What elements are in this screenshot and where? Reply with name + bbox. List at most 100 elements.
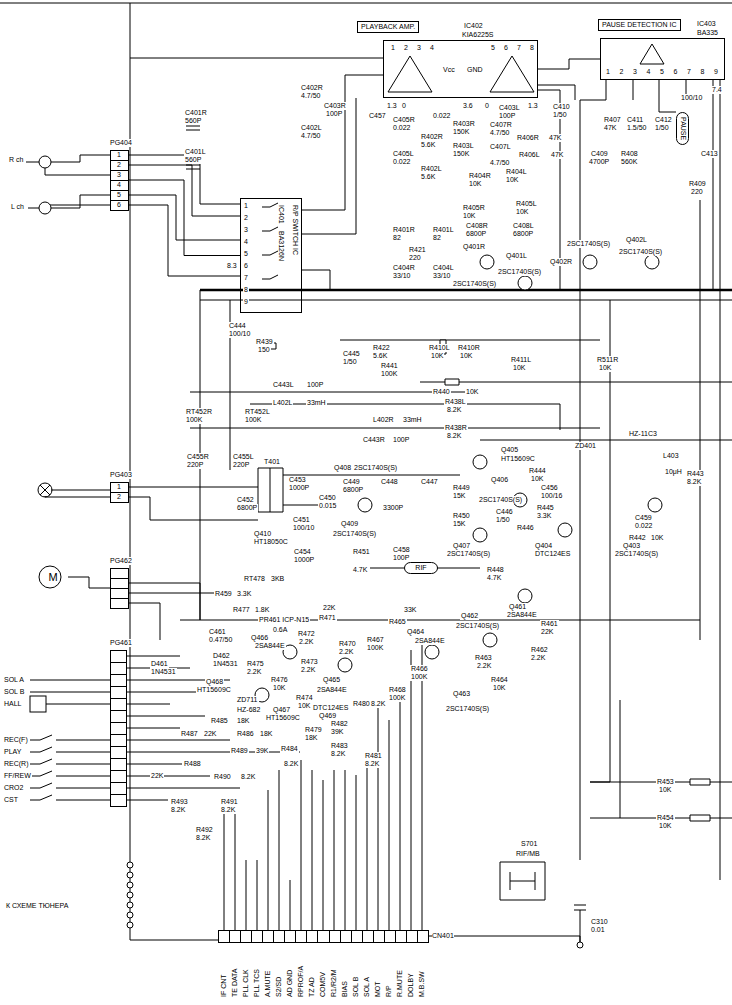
part-label: R.MUTE: [396, 969, 404, 998]
part-label: Q461: [508, 603, 527, 611]
part-label: 7: [686, 68, 692, 76]
part-label: R463: [474, 654, 493, 662]
part-label: R465: [388, 618, 407, 626]
part-label: FF/REW: [3, 772, 32, 780]
part-label: 150K: [452, 128, 470, 136]
part-label: C405R: [392, 116, 416, 124]
part-label: RIF/MB: [515, 850, 541, 858]
terminal-circle: [127, 862, 133, 868]
indicator-outline: [677, 113, 689, 145]
part-label: CST: [3, 796, 19, 804]
part-label: 1.3: [386, 102, 398, 110]
part-label: Q401L: [505, 252, 528, 260]
connector-name: CN401: [432, 932, 454, 940]
part-label: C410: [552, 103, 571, 111]
part-label: C404R: [392, 264, 416, 272]
part-label: Q463: [452, 690, 471, 698]
part-label: 33K: [403, 606, 417, 614]
part-label: HZ-682: [236, 706, 261, 714]
part-label: 2SA844E: [506, 611, 538, 619]
part-label: 3.3K: [536, 512, 552, 520]
part-label: 0.022: [432, 112, 452, 120]
part-label: AD GND: [286, 969, 294, 998]
part-label: L402L: [272, 399, 293, 407]
part-label: 47K: [603, 124, 617, 132]
part-label: Q405: [500, 446, 519, 454]
part-label: 220: [408, 254, 422, 262]
part-label: 100P: [498, 112, 516, 120]
part-label: R473: [300, 658, 319, 666]
transistor-symbol: [473, 455, 487, 469]
part-label: 10K: [515, 208, 529, 216]
part-label: Q406: [490, 476, 509, 484]
transistor-symbol: [480, 255, 494, 269]
part-label: 100P: [392, 436, 410, 444]
part-label: R459: [214, 590, 233, 598]
part-label: Q462: [460, 612, 479, 620]
part-label: C408R: [465, 222, 489, 230]
connector-block: PG404123456: [110, 150, 128, 210]
part-label: R406L: [518, 151, 541, 159]
part-label: 2SC1740S(S): [478, 496, 523, 504]
part-label: R476: [270, 676, 289, 684]
part-label: 1/50: [342, 358, 358, 366]
part-label: 6800P: [512, 230, 534, 238]
part-label: M.B.SW: [418, 970, 426, 998]
part-label: 0.022: [392, 124, 412, 132]
pause-indicator: PAUSE: [676, 112, 689, 145]
part-label: 18K: [259, 730, 273, 738]
part-label: 8: [700, 68, 706, 76]
part-label: 100/16: [540, 492, 563, 500]
part-label: S701: [520, 840, 538, 848]
part-label: C409: [590, 150, 609, 158]
part-label: R474: [295, 694, 314, 702]
transistor-symbol: [483, 633, 497, 647]
part-label: R406R: [516, 134, 540, 142]
part-label: A.MUTE: [264, 970, 272, 998]
part-label: 10K: [272, 684, 286, 692]
part-label: Q467: [272, 706, 291, 714]
part-label: SOL B: [352, 976, 360, 998]
part-label: R481: [364, 752, 383, 760]
part-label: 8.2K: [240, 773, 256, 781]
part-label: 33/10: [392, 272, 412, 280]
pin-cell: [417, 930, 429, 943]
part-label: 220: [690, 188, 704, 196]
wire-connector: [538, 59, 600, 69]
part-label: 3.3K: [236, 590, 252, 598]
part-label: Q402R: [549, 258, 573, 266]
jack-symbol: [39, 156, 51, 168]
part-label: C408L: [512, 222, 535, 230]
part-label: 82: [392, 234, 402, 242]
part-label: 7: [516, 44, 522, 52]
part-label: 10K: [505, 176, 519, 184]
part-label: 0.022: [392, 158, 412, 166]
part-label: 4.7K: [486, 574, 502, 582]
part-label: 2SC1740S(S): [332, 530, 377, 538]
part-label: Vcc: [442, 66, 456, 74]
part-label: 2: [243, 214, 249, 222]
part-label: C451: [292, 516, 311, 524]
terminal-name: RIF: [404, 562, 438, 574]
part-label: Q407: [452, 542, 471, 550]
ic-name: BA3126N: [277, 231, 285, 261]
transistor-symbol: [558, 523, 572, 537]
part-label: К СХЕМЕ ТЮНЕРА: [5, 902, 69, 910]
part-label: R468: [388, 686, 407, 694]
part-label: 8.2K: [195, 834, 211, 842]
part-label: 10K: [530, 475, 544, 483]
connector-name: PG404: [110, 139, 132, 147]
part-label: 5.6K: [420, 173, 436, 181]
part-label: PLL TCS: [253, 968, 261, 998]
part-label: 2SC1740S(S): [497, 268, 542, 276]
part-label: C402R: [300, 84, 324, 92]
pin-number: 2: [110, 160, 128, 170]
part-label: 0: [401, 102, 407, 110]
part-label: L403: [662, 452, 680, 460]
part-label: 47K: [550, 151, 564, 159]
pin-number: 4: [110, 180, 128, 190]
part-label: C411: [626, 116, 644, 124]
hall-element: [30, 696, 46, 712]
jack-symbol: [39, 202, 51, 214]
part-label: R410L: [428, 344, 451, 352]
